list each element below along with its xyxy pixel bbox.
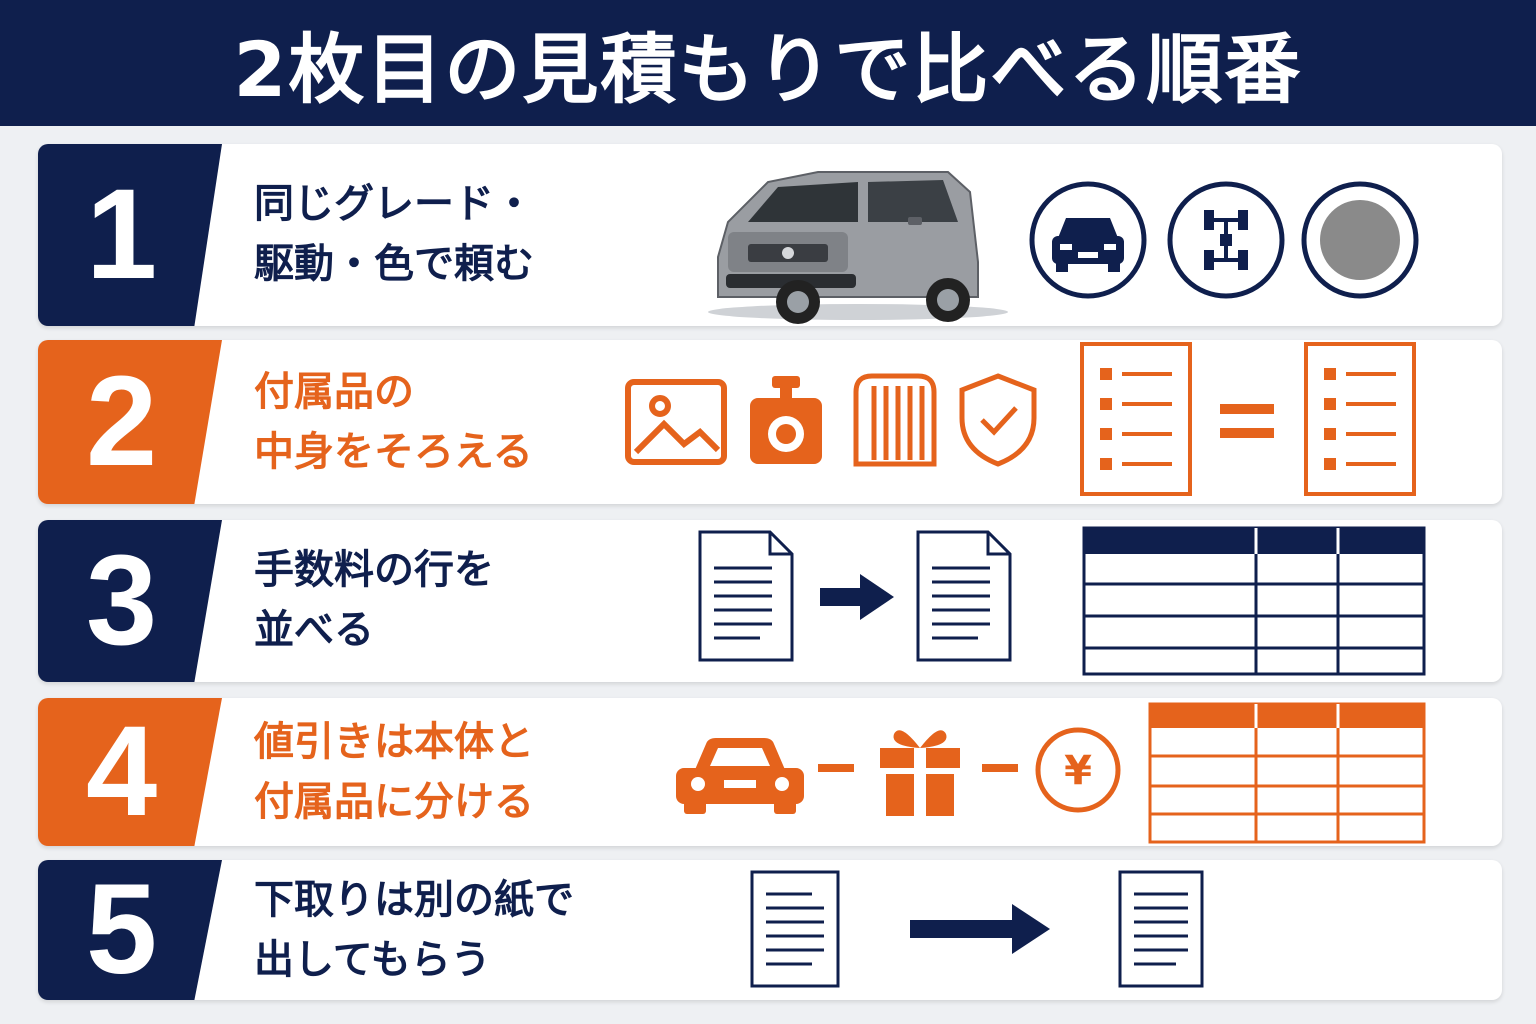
yen-symbol: ¥ [1064, 748, 1092, 794]
step-label-5: 下取りは別の紙で 出してもらう [254, 877, 574, 983]
color-swatch-icon [1301, 181, 1419, 299]
document-icon [750, 870, 840, 988]
step-row-4: 4 値引きは本体と 付属品に分ける ¥ [38, 698, 1502, 846]
arrow-right-icon [910, 904, 1050, 954]
car-photo [708, 171, 1008, 324]
step-label-2: 付属品の 中身をそろえる [254, 369, 533, 475]
step-5-icons [750, 870, 1204, 988]
step-row-3: 3 手数料の行を 並べる [38, 520, 1502, 682]
navigation-screen-icon [625, 379, 727, 465]
car-icon [676, 738, 804, 814]
arrow-right-icon [820, 574, 894, 620]
step-number-2: 2 [38, 340, 222, 504]
checklist-icon [1304, 342, 1416, 496]
car-front-icon [1029, 181, 1147, 299]
minus-icon [982, 764, 1018, 772]
step-number-1: 1 [38, 144, 222, 326]
floor-mat-icon [853, 373, 937, 467]
document-icon [698, 530, 794, 662]
step-row-1: 1 同じグレード・ 駆動・色で頼む [38, 144, 1502, 326]
document-icon [916, 530, 1012, 662]
discount-table-icon [1148, 702, 1426, 844]
step-label-1: 同じグレード・ 駆動・色で頼む [254, 181, 534, 287]
step-row-5: 5 下取りは別の紙で 出してもらう [38, 860, 1502, 1000]
step-label-3: 手数料の行を 並べる [254, 547, 494, 653]
checklist-icon [1080, 342, 1192, 496]
equals-icon [1220, 404, 1274, 438]
step-3-icons [698, 526, 1426, 676]
step-number-4: 4 [38, 698, 222, 846]
fee-table-icon [1082, 526, 1426, 676]
drivetrain-icon [1167, 181, 1285, 299]
step-row-2: 2 付属品の 中身をそろえる [38, 340, 1502, 504]
step-number-5: 5 [38, 860, 222, 1000]
gift-icon [880, 730, 960, 816]
step-4-icons: ¥ [676, 702, 1426, 844]
step-number-3: 3 [38, 520, 222, 682]
dashcam-icon [750, 376, 822, 464]
step-label-4: 値引きは本体と 付属品に分ける [254, 719, 534, 825]
yen-coin-icon: ¥ [1035, 727, 1121, 813]
minus-icon [818, 764, 854, 772]
step-1-icons [708, 171, 1419, 324]
step-2-icons [625, 342, 1416, 496]
document-icon [1118, 870, 1204, 988]
page-title: 2枚目の見積もりで比べる順番 [233, 25, 1303, 114]
header-banner: 2枚目の見積もりで比べる順番 [0, 0, 1536, 126]
shield-check-icon [959, 373, 1037, 467]
